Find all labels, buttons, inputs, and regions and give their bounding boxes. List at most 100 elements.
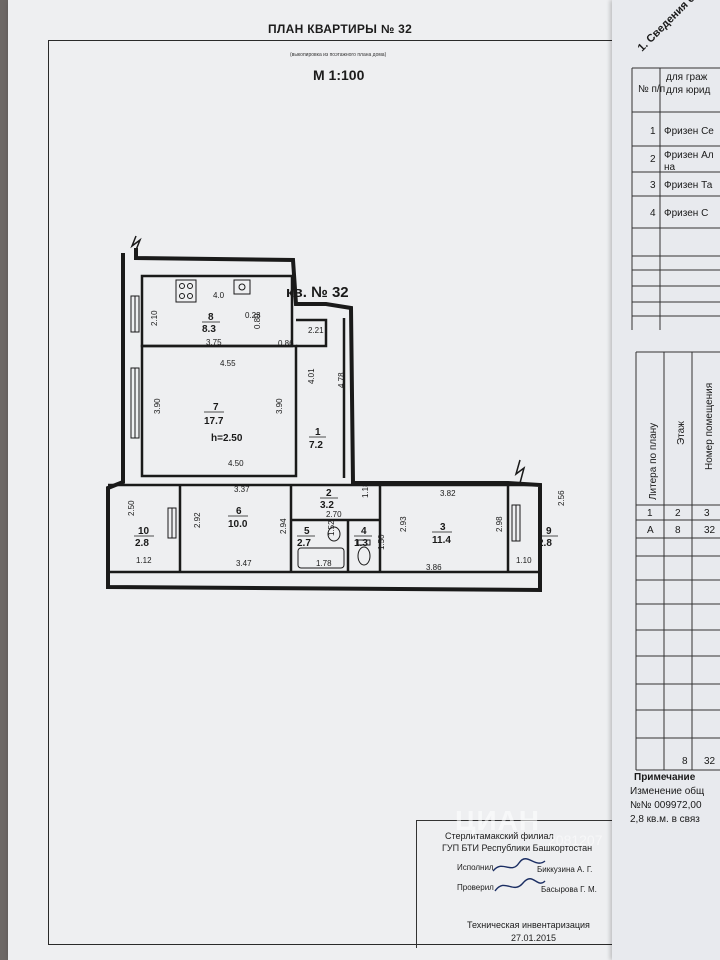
table-cell: 2: [675, 508, 681, 519]
room-7-number: 7: [213, 402, 219, 413]
right-page: 1. Сведения о п: [612, 0, 720, 960]
owner-1: Фризен Се: [664, 126, 714, 137]
col-owner-1: для граж: [666, 72, 708, 83]
room-5-area: 2.7: [297, 538, 311, 549]
dimension-label: 3.82: [440, 489, 456, 498]
dimension-label: 4.55: [220, 359, 236, 368]
dimension-label: 3.90: [275, 398, 284, 414]
dimension-label: 1.78: [316, 559, 332, 568]
wall-corridor: [296, 318, 328, 348]
room-9-number: 9: [546, 526, 552, 537]
dimension-label: 4.01: [307, 368, 316, 384]
dimension-label: 0.23: [245, 311, 261, 320]
break-mark-right: [514, 459, 526, 484]
dimension-label: 1.50: [377, 534, 386, 550]
stamp-executed-label: Исполнил: [457, 863, 494, 872]
right-page-tables: 1. Сведения о п: [630, 0, 720, 825]
cell-floor: 8: [675, 525, 681, 536]
col-owner-2: для юрид: [666, 85, 711, 96]
table-cell: 3: [650, 180, 656, 191]
stove-icon: [175, 279, 197, 303]
break-mark-top: [130, 235, 142, 251]
dimension-label: 1.12: [136, 556, 152, 565]
room-4-number: 4: [361, 526, 367, 537]
col-litera: Литера по плану: [648, 423, 659, 500]
stamp-executed-name: Биккузина А. Г.: [537, 865, 593, 874]
stamp-branch: Стерлитамакский филиал: [445, 831, 554, 841]
col-floor: Этаж: [676, 421, 687, 445]
owner-4: Фризен С: [664, 208, 708, 219]
dimension-label: 3.37: [234, 485, 250, 494]
dimension-label: 4.50: [228, 459, 244, 468]
wall-room7: [140, 344, 298, 478]
note-line-1: Изменение общ: [630, 785, 704, 797]
plan-title: ПЛАН КВАРТИРЫ № 32: [268, 22, 413, 36]
dimension-label: 3.86: [426, 563, 442, 572]
dimension-label: 1.18: [361, 482, 370, 498]
sink-icon: [233, 279, 251, 295]
table-cell: 1: [650, 126, 656, 137]
table-cell: 3: [704, 508, 710, 519]
plan-scale: М 1:100: [313, 67, 365, 83]
dimension-label: 2.92: [193, 512, 202, 528]
room-height: h=2.50: [211, 433, 243, 444]
washbasin-icon: [327, 526, 341, 542]
room-3-number: 3: [440, 522, 446, 533]
dimension-label: 2.50: [127, 500, 136, 516]
dimension-label: 2.21: [308, 326, 324, 335]
watermark-id: 2081207: [548, 832, 603, 848]
cell-litera: А: [647, 525, 654, 536]
note-title: Примечание: [634, 772, 696, 783]
stamp-date: 27.01.2015: [511, 933, 557, 943]
room-6-number: 6: [236, 506, 242, 517]
room-2-number: 2: [326, 488, 332, 499]
owner-3: Фризен Та: [664, 180, 713, 191]
dimension-label: 1.10: [516, 556, 532, 565]
dimension-label: 2.10: [150, 310, 159, 326]
room-9-area: 2.8: [538, 538, 552, 549]
col-room: Номер помещения: [704, 383, 715, 470]
stamp-inventory: Техническая инвентаризация: [467, 920, 590, 930]
table-cell: 8: [682, 756, 688, 767]
dimension-label: 3.47: [236, 559, 252, 568]
apartment-label: кв. № 32: [286, 284, 349, 301]
dimension-label: 3.90: [153, 398, 162, 414]
room-1-number: 1: [315, 427, 321, 438]
room-10-number: 10: [138, 526, 150, 537]
room-8-number: 8: [208, 312, 214, 323]
room-8-area: 8.3: [202, 324, 216, 335]
room-5-number: 5: [304, 526, 310, 537]
stamp-org: ГУП БТИ Республики Башкортостан: [442, 843, 593, 853]
bathtub-icon: [297, 547, 345, 569]
room-3-area: 11.4: [432, 535, 451, 546]
title-block: Стерлитамакский филиал ГУП БТИ Республик…: [416, 820, 641, 948]
table-cell: 1: [647, 508, 653, 519]
room-10-area: 2.8: [135, 538, 149, 549]
table-cell: на: [664, 162, 676, 173]
dimension-label: 2.70: [326, 510, 342, 519]
cell-room: 32: [704, 525, 716, 536]
dimension-label: 4.78: [337, 372, 346, 388]
room-1-area: 7.2: [309, 440, 323, 451]
dimension-label: 0.86: [278, 339, 294, 348]
toilet-icon: [357, 546, 371, 566]
stamp-checked-label: Проверил: [457, 883, 494, 892]
room-2-area: 3.2: [320, 500, 334, 511]
floor-plan: 4.0 2.10 0.23 0.89 2.21 3.75 0.86 4.55 4…: [106, 235, 566, 593]
dimension-label: 2.94: [279, 518, 288, 534]
room-4-area: 1.3: [354, 538, 368, 549]
wall-outer-upper: [106, 248, 542, 593]
dimension-label: 4.0: [213, 291, 225, 300]
table-cell: 2: [650, 154, 656, 165]
signatures: [492, 858, 546, 892]
dimension-label: 1.52: [327, 520, 336, 536]
note-line-3: 2,8 кв.м. в связ: [630, 814, 700, 825]
room-6-area: 10.0: [228, 519, 248, 530]
col-no: № п/п: [638, 84, 665, 95]
table-cell: 32: [704, 756, 716, 767]
dimension-label: 2.98: [495, 516, 504, 532]
room-7-area: 17.7: [204, 416, 224, 427]
right-heading: 1. Сведения о п: [636, 0, 705, 54]
note-line-2: №№ 009972,00: [630, 800, 702, 811]
dimension-label: 0.89: [253, 313, 262, 329]
